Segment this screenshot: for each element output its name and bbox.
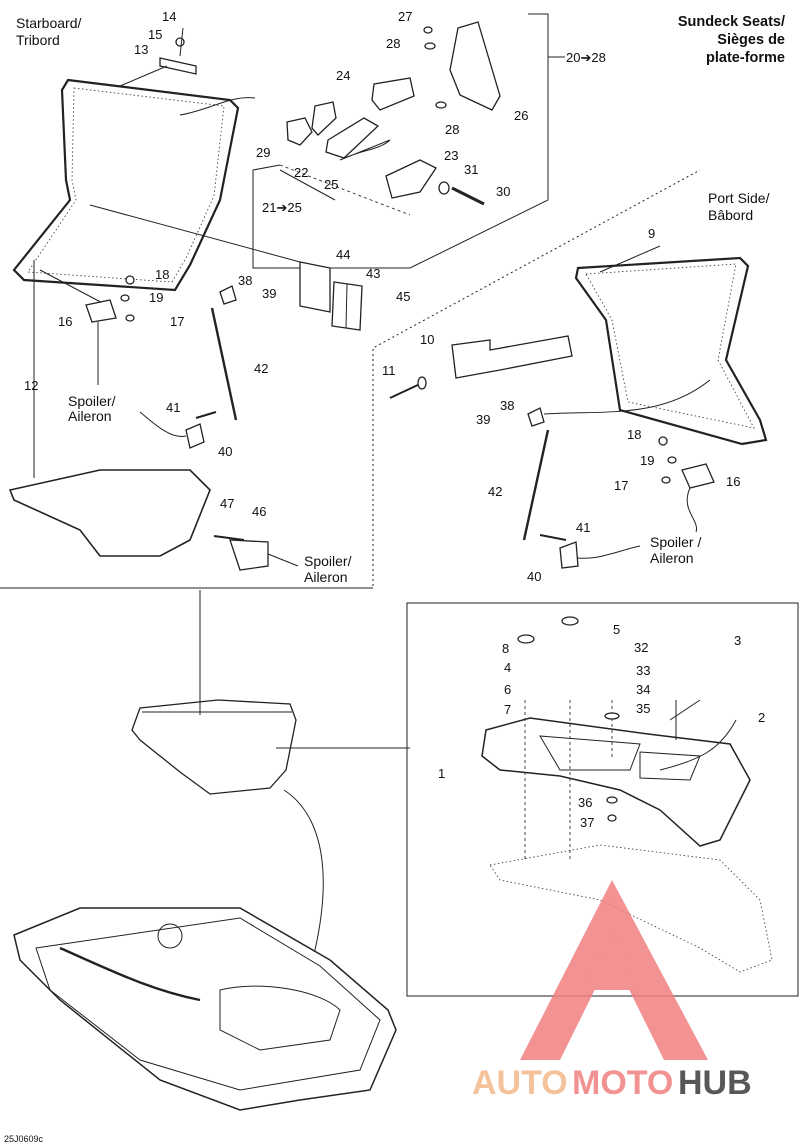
callout: 37 bbox=[580, 815, 594, 830]
callout: 16 bbox=[58, 314, 72, 329]
starboard-label-line-1: Starboard/ bbox=[16, 15, 81, 31]
group-label-21-25: 21➔25 bbox=[262, 200, 302, 215]
port-bracket-10 bbox=[451, 335, 573, 379]
starboard-gas-spring bbox=[139, 285, 238, 449]
callout: 39 bbox=[476, 412, 490, 427]
callout: 17 bbox=[170, 314, 184, 329]
callout: 22 bbox=[294, 165, 308, 180]
callout: 31 bbox=[464, 162, 478, 177]
callout: 28 bbox=[445, 122, 459, 137]
callout: 25 bbox=[324, 177, 338, 192]
callout: 33 bbox=[636, 663, 650, 678]
callout: 9 bbox=[648, 226, 655, 241]
group-label-20-28: 20➔28 bbox=[566, 50, 606, 65]
latch-assembly bbox=[179, 21, 501, 206]
title-line-2: Sièges de bbox=[717, 32, 785, 48]
callout: 15 bbox=[148, 27, 162, 42]
spoiler-right-line-1: Spoiler / bbox=[650, 534, 701, 550]
watermark-triangle-inner bbox=[585, 930, 640, 990]
spoiler-bottom-line-2: Aileron bbox=[304, 569, 348, 585]
spoiler-left-line-1: Spoiler/ bbox=[68, 393, 116, 409]
callout: 10 bbox=[420, 332, 434, 347]
spoiler-right-line-2: Aileron bbox=[650, 550, 694, 566]
callout: 34 bbox=[636, 682, 650, 697]
title-line-1: Sundeck Seats/ bbox=[678, 14, 785, 30]
page-title: Sundeck Seats/ Sièges de plate-forme bbox=[678, 14, 785, 66]
port-label-line-1: Port Side/ bbox=[708, 190, 770, 206]
callout: 24 bbox=[336, 68, 350, 83]
starboard-hinge-16 bbox=[85, 275, 135, 385]
callout: 32 bbox=[634, 640, 648, 655]
title-line-3: plate-forme bbox=[706, 50, 785, 66]
callout: 45 bbox=[396, 289, 410, 304]
callout: 16 bbox=[726, 474, 740, 489]
watermark-triangle-outer bbox=[520, 880, 708, 1060]
callout: 1 bbox=[438, 766, 445, 781]
callout: 19 bbox=[640, 453, 654, 468]
callout: 38 bbox=[500, 398, 514, 413]
platform-assembly bbox=[481, 616, 773, 973]
watermark-text-2: MOTO bbox=[572, 1064, 673, 1102]
callout: 13 bbox=[134, 42, 148, 57]
diagram-frames bbox=[0, 13, 799, 997]
callout: 44 bbox=[336, 247, 350, 262]
callout: 29 bbox=[256, 145, 270, 160]
port-gas-spring bbox=[522, 379, 711, 569]
callout: 38 bbox=[238, 273, 252, 288]
callout: 14 bbox=[162, 9, 176, 24]
callout: 19 bbox=[149, 290, 163, 305]
callout: 12 bbox=[24, 378, 38, 393]
callout: 27 bbox=[398, 9, 412, 24]
callout: 42 bbox=[488, 484, 502, 499]
callout: 41 bbox=[576, 520, 590, 535]
bracket-13 bbox=[119, 27, 197, 87]
reference-code: 25J0609c bbox=[4, 1134, 44, 1144]
boat-illustration bbox=[13, 907, 397, 1111]
callout: 18 bbox=[155, 267, 169, 282]
callout-numbers: 1 2 3 4 5 6 7 8 9 10 11 12 13 14 15 16 1… bbox=[24, 9, 765, 830]
watermark-text-3: HUB bbox=[678, 1064, 752, 1102]
callout: 23 bbox=[444, 148, 458, 163]
callout: 35 bbox=[636, 701, 650, 716]
seat-assembly-overview bbox=[131, 590, 410, 1031]
callout: 47 bbox=[220, 496, 234, 511]
watermark-logo: AUTO MOTO HUB bbox=[472, 880, 752, 1102]
callout: 39 bbox=[262, 286, 276, 301]
port-fastener-11 bbox=[389, 376, 427, 399]
port-hinge-16 bbox=[658, 436, 715, 533]
callout: 26 bbox=[514, 108, 528, 123]
callout: 3 bbox=[734, 633, 741, 648]
callout: 4 bbox=[504, 660, 511, 675]
spoiler-bottom-line-1: Spoiler/ bbox=[304, 553, 352, 569]
group-labels: 20➔28 21➔25 bbox=[262, 50, 606, 215]
callout: 8 bbox=[502, 641, 509, 656]
callout: 30 bbox=[496, 184, 510, 199]
callout: 17 bbox=[614, 478, 628, 493]
starboard-label-line-2: Tribord bbox=[16, 32, 60, 48]
spoiler-labels: Spoiler/ Aileron Spoiler/ Aileron Spoile… bbox=[68, 393, 701, 585]
callout: 40 bbox=[527, 569, 541, 584]
callout: 6 bbox=[504, 682, 511, 697]
port-seat-frame bbox=[574, 245, 768, 446]
callout: 5 bbox=[613, 622, 620, 637]
callout: 2 bbox=[758, 710, 765, 725]
callout: 36 bbox=[578, 795, 592, 810]
port-label-line-2: Bâbord bbox=[708, 207, 753, 223]
starboard-cushion bbox=[8, 260, 299, 571]
hinge-assembly bbox=[89, 204, 363, 331]
callout: 11 bbox=[382, 363, 396, 378]
callout: 7 bbox=[504, 702, 511, 717]
callout: 46 bbox=[252, 504, 266, 519]
callout: 42 bbox=[254, 361, 268, 376]
callout: 41 bbox=[166, 400, 180, 415]
callout: 18 bbox=[627, 427, 641, 442]
callout: 28 bbox=[386, 36, 400, 51]
spoiler-left-line-2: Aileron bbox=[68, 408, 112, 424]
watermark-text-1: AUTO bbox=[472, 1064, 568, 1102]
starboard-seat-frame bbox=[12, 78, 240, 309]
callout: 43 bbox=[366, 266, 380, 281]
callout: 40 bbox=[218, 444, 232, 459]
